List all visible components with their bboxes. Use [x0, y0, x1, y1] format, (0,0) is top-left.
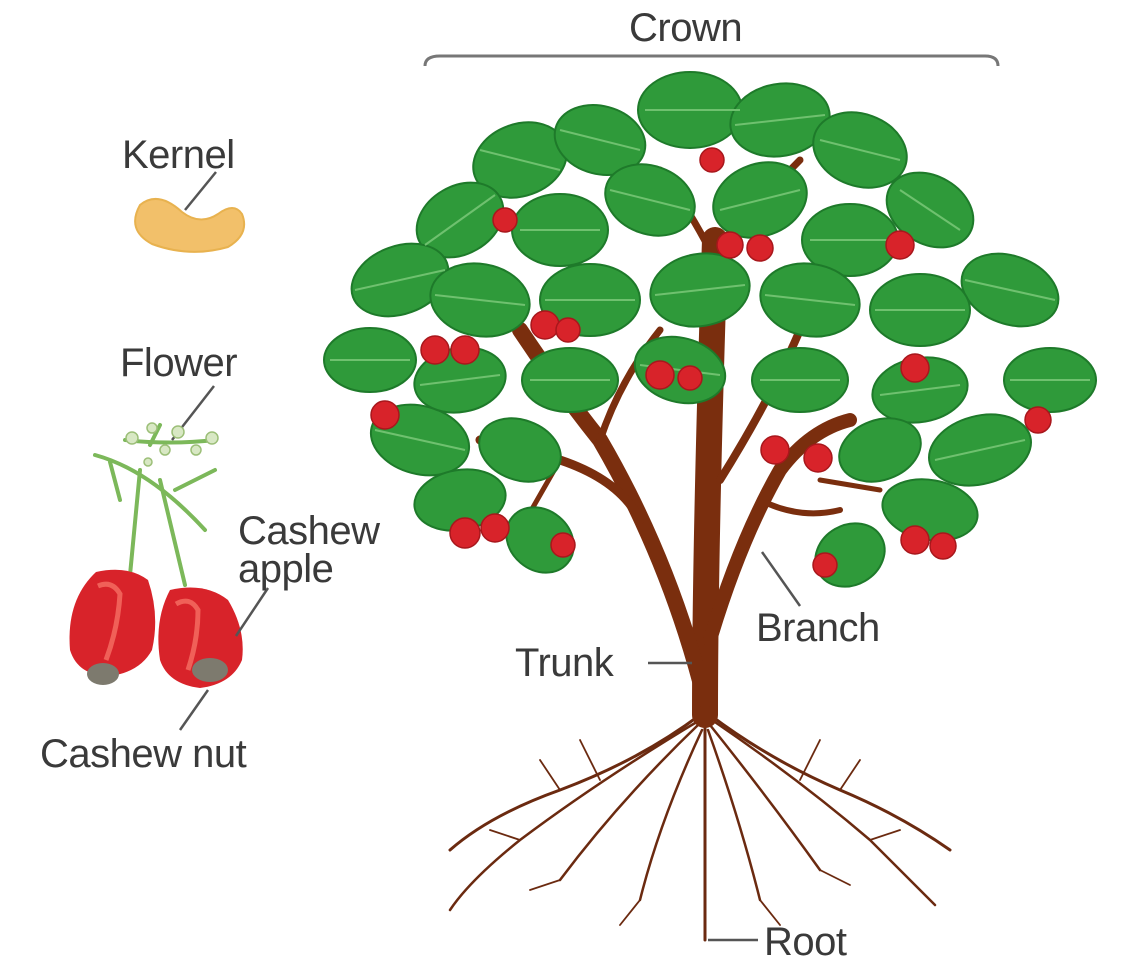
- roots: [450, 710, 950, 940]
- cashew-nut-leader-line: [180, 690, 208, 730]
- crown-label: Crown: [629, 8, 742, 48]
- kernel-label: Kernel: [122, 135, 235, 175]
- trunk-label: Trunk: [515, 643, 613, 683]
- branch-label: Branch: [756, 608, 880, 648]
- crown-bracket: [425, 56, 998, 66]
- cashew-nut-label: Cashew nut: [40, 734, 246, 774]
- kernel-illustration: [135, 199, 244, 252]
- cashew-apple-label-line2: apple: [238, 549, 333, 589]
- cashew-apple-label-line1: Cashew: [238, 511, 380, 551]
- cashew-apple-leader-line: [236, 588, 268, 636]
- root-label: Root: [764, 922, 847, 962]
- branch-leader-line: [762, 552, 800, 606]
- kernel-leader-line: [185, 172, 216, 210]
- flower-buds: [126, 423, 218, 466]
- flower-label: Flower: [120, 343, 237, 383]
